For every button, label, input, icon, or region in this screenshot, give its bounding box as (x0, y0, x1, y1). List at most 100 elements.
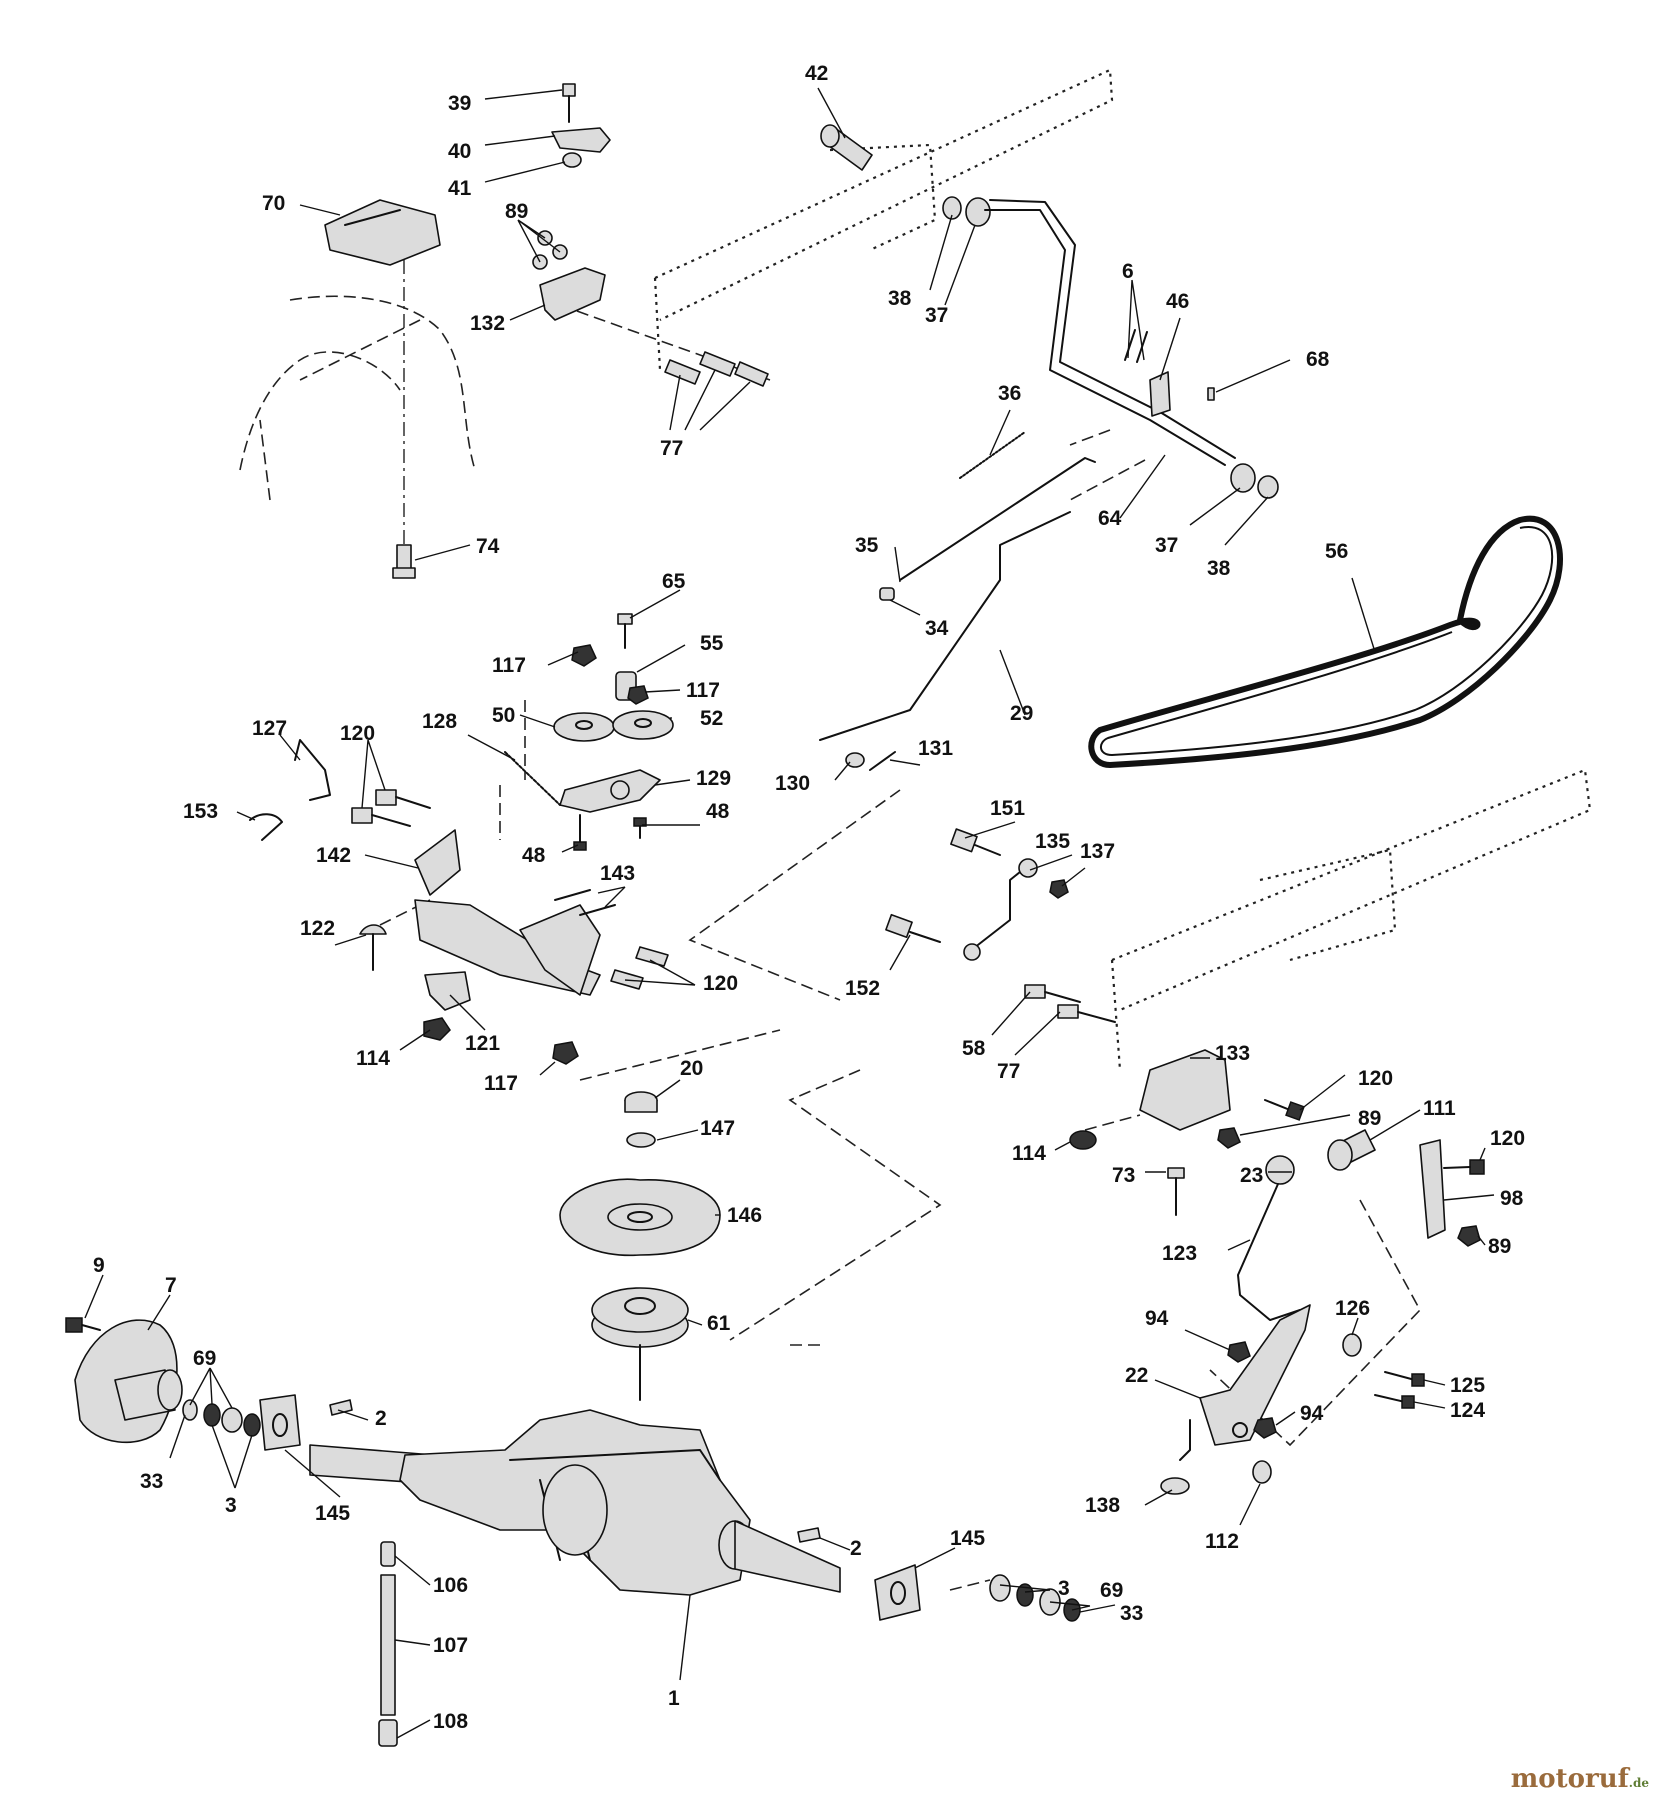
callout-121: 121 (465, 1032, 500, 1055)
part-bolt-151 (950, 828, 1001, 856)
part-bolt-48a (573, 814, 587, 851)
callout-52: 52 (700, 707, 723, 730)
callout-64: 64 (1098, 507, 1122, 530)
part-nut-89b (1217, 1127, 1241, 1149)
callout-129: 129 (696, 767, 731, 790)
callout-122: 122 (300, 917, 335, 940)
part-nut-41 (562, 152, 582, 168)
callout-55: 55 (700, 632, 724, 655)
callout-132: 132 (470, 312, 505, 335)
watermark-suffix: .de (1628, 1776, 1649, 1790)
frame-rail-lower (1110, 768, 1592, 1071)
part-bushing-34 (879, 587, 895, 601)
callout-135: 135 (1035, 830, 1070, 853)
callout-114a: 114 (356, 1047, 390, 1070)
frame-rail-upper (653, 68, 1114, 371)
part-handle-127 (294, 739, 331, 801)
part-washer-130 (845, 752, 865, 768)
part-bracket-132 (532, 230, 606, 321)
part-bracket-121 (424, 971, 471, 1011)
part-bracket-145a (259, 1394, 301, 1451)
callout-89: 89 (505, 200, 528, 223)
part-bolts-143 (554, 889, 616, 916)
part-bolt-73 (1167, 1167, 1185, 1216)
callout-125: 125 (1450, 1374, 1485, 1397)
part-washer-126 (1342, 1333, 1362, 1357)
part-bolts-120a (351, 789, 431, 827)
callout-40: 40 (448, 140, 471, 163)
part-rod-107 (380, 1574, 396, 1716)
callout-137: 137 (1080, 840, 1115, 863)
part-bolt-122 (359, 924, 387, 971)
callout-3: 3 (225, 1494, 237, 1517)
callout-77b: 77 (997, 1060, 1020, 1083)
callout-70: 70 (262, 192, 285, 215)
part-bolt-120c (1264, 1099, 1305, 1121)
callout-143: 143 (600, 862, 635, 885)
part-bolts-124-125 (1374, 1371, 1425, 1409)
callout-36: 36 (998, 382, 1021, 405)
callout-48a: 48 (522, 844, 546, 867)
callout-146: 146 (727, 1204, 762, 1227)
callout-33b: 33 (1120, 1602, 1143, 1625)
part-bolt-39 (562, 83, 576, 123)
callout-23: 23 (1240, 1164, 1263, 1187)
part-lever-123 (1237, 1183, 1301, 1321)
part-bracket-98 (1419, 1139, 1446, 1239)
part-washer-37 (965, 197, 991, 227)
callout-41: 41 (448, 177, 472, 200)
part-screw-94a (1227, 1341, 1251, 1363)
part-bolt-58 (1024, 984, 1081, 1003)
part-bolt-77b (1057, 1004, 1116, 1023)
callout-33: 33 (140, 1470, 163, 1493)
part-bolt-48b (633, 817, 647, 839)
callout-120a: 120 (340, 722, 375, 745)
callout-111: 111 (1423, 1097, 1456, 1120)
callout-94a: 94 (1145, 1307, 1169, 1330)
callout-2a: 2 (375, 1407, 387, 1430)
part-lever-22 (1179, 1304, 1311, 1461)
part-clip-40 (551, 127, 611, 153)
callout-117c: 117 (484, 1072, 518, 1095)
callout-133: 133 (1215, 1042, 1250, 1065)
part-spring-36 (959, 431, 1026, 479)
part-link-135 (963, 858, 1038, 961)
part-washer-112 (1252, 1460, 1272, 1484)
callout-145b: 145 (950, 1527, 985, 1550)
callout-98: 98 (1500, 1187, 1524, 1210)
assembly-guides (379, 260, 1421, 1591)
part-nut-117b (627, 685, 649, 705)
callout-69b: 69 (1100, 1579, 1123, 1602)
callout-46: 46 (1166, 290, 1189, 313)
part-nut-117a (571, 644, 597, 667)
callout-147: 147 (700, 1117, 735, 1140)
callout-58: 58 (962, 1037, 986, 1060)
part-nut-114a (423, 1017, 451, 1041)
callout-65: 65 (662, 570, 686, 593)
callout-61: 61 (707, 1312, 731, 1335)
part-cover-70 (324, 199, 441, 266)
part-bracket-145b (874, 1564, 921, 1621)
part-pulley-52 (612, 710, 674, 740)
callout-131: 131 (918, 737, 953, 760)
callout-94b: 94 (1300, 1402, 1324, 1425)
part-nut-38b (1257, 475, 1279, 499)
callout-37: 37 (925, 304, 948, 327)
part-hub-7 (74, 1319, 183, 1444)
watermark: motoruf.de (1511, 1764, 1649, 1794)
callout-34: 34 (925, 617, 949, 640)
callout-120c: 120 (1358, 1067, 1393, 1090)
part-clip-131 (869, 751, 896, 771)
part-nut-114b (1069, 1130, 1097, 1150)
part-pin-153 (249, 813, 283, 841)
part-rod-29 (819, 511, 1071, 741)
part-bushing-42 (820, 124, 873, 171)
part-plate-133 (1139, 1049, 1231, 1131)
part-nut-20 (624, 1091, 658, 1113)
part-bolt-65 (617, 613, 633, 649)
callout-112: 112 (1205, 1530, 1239, 1553)
part-pulley-50 (553, 712, 615, 742)
part-washers-left (182, 1399, 261, 1437)
part-rod-35 (899, 457, 1096, 581)
part-washer-37b (1230, 463, 1256, 493)
